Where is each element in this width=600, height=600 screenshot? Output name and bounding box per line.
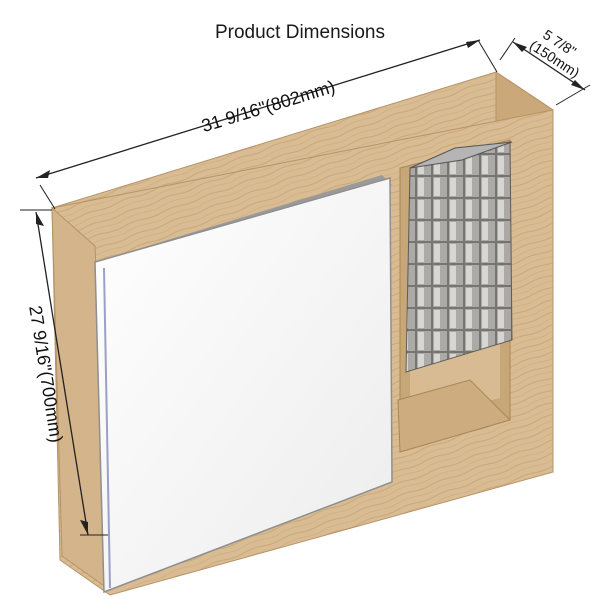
- mirror-door: [94, 177, 393, 594]
- organizer-top: [409, 141, 513, 169]
- height-dimension: [20, 209, 108, 536]
- depth-dimension: [499, 37, 591, 106]
- mirror-door-side-edge: [103, 267, 111, 589]
- diagram-title: Product Dimensions: [214, 22, 386, 43]
- glass-organizer: [405, 141, 513, 373]
- width-dimension: [35, 39, 498, 210]
- compartment-shelf: [397, 379, 511, 453]
